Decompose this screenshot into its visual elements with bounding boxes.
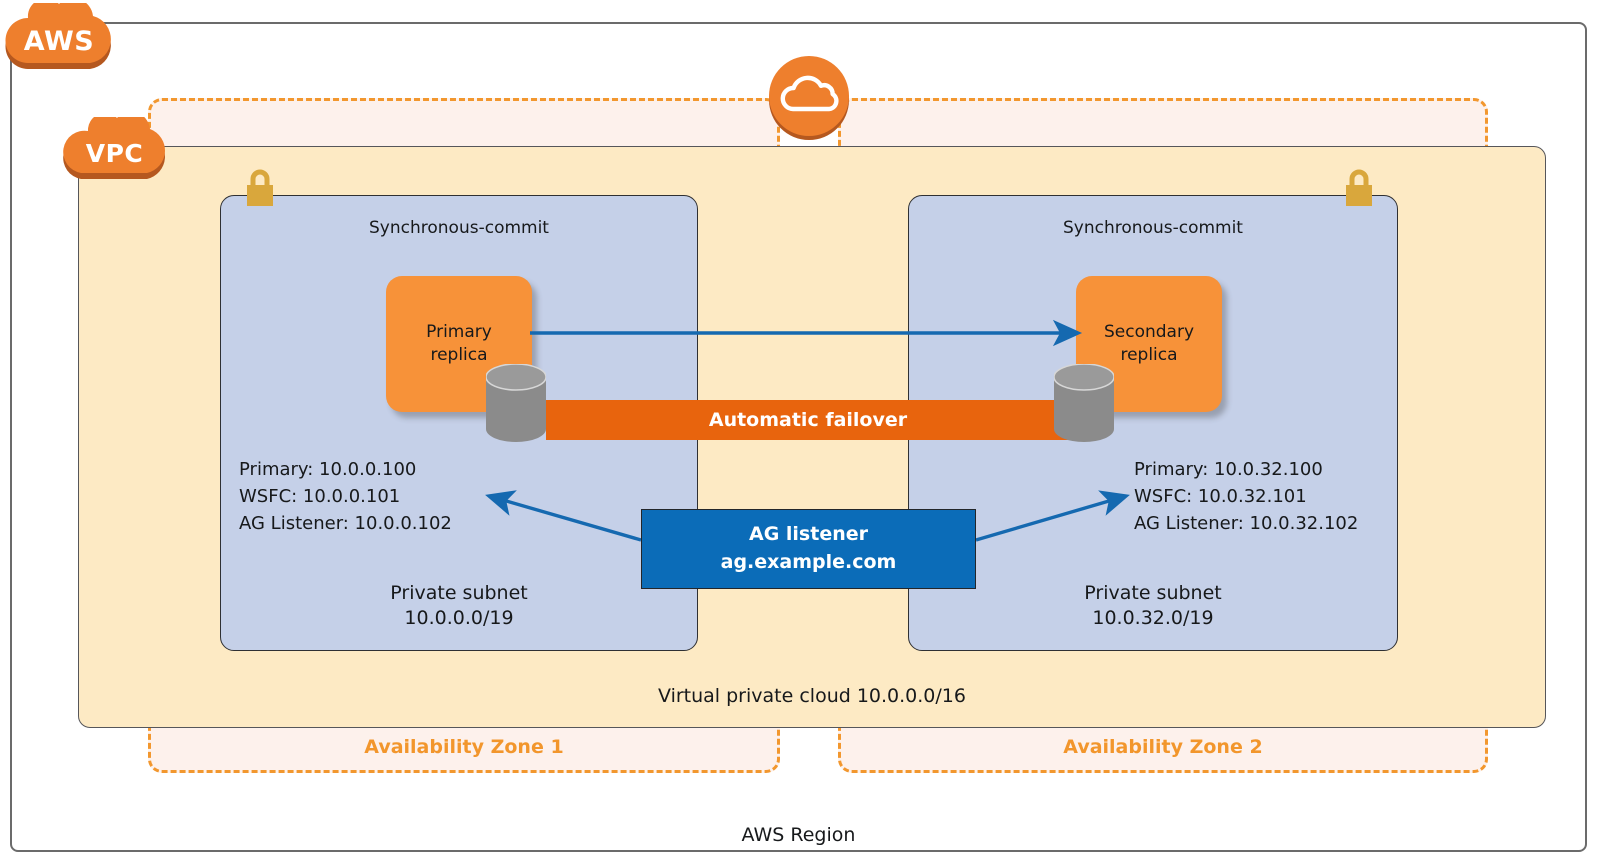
subnet-1-footer-line2: 10.0.0.0/19 (404, 607, 514, 630)
ip-info-subnet-2: Primary: 10.0.32.100 WSFC: 10.0.32.101 A… (1134, 459, 1359, 534)
primary-replica-label: Primary replica (426, 321, 492, 367)
padlock-icon-subnet-2 (1346, 169, 1372, 206)
cloud-shape-vpc (63, 117, 165, 179)
availability-zone-1-label: Availability Zone 1 (364, 736, 564, 758)
primary-replica-line2: replica (430, 345, 488, 365)
secondary-replica-line2: replica (1120, 345, 1178, 365)
database-cylinder-icon-primary (486, 364, 546, 442)
subnet-2-footer-line2: 10.0.32.0/19 (1092, 607, 1214, 630)
vpc-label: Virtual private cloud 10.0.0.0/16 (658, 685, 966, 707)
database-cylinder-icon-secondary (1054, 364, 1114, 442)
aws-cloud-badge-label: AWS (23, 25, 95, 57)
ip-info-subnet-1: Primary: 10.0.0.100 WSFC: 10.0.0.101 AG … (239, 459, 452, 534)
secondary-replica-label: Secondary replica (1104, 321, 1194, 367)
availability-zone-2-label: Availability Zone 2 (1063, 736, 1263, 758)
ag-listener-line2: ag.example.com (720, 551, 897, 573)
subnet-2-footer: Private subnet 10.0.32.0/19 (909, 581, 1397, 632)
automatic-failover-label: Automatic failover (708, 409, 908, 431)
primary-replica-line1: Primary (426, 322, 492, 343)
subnet-1-title: Synchronous-commit (369, 218, 549, 238)
cloud-shape-aws (5, 3, 111, 69)
subnet-1-footer-line1: Private subnet (390, 581, 528, 604)
subnet-1-footer: Private subnet 10.0.0.0/19 (221, 581, 697, 632)
vpc-cloud-badge: VPC (56, 117, 173, 185)
cloud-circle-icon (769, 56, 849, 140)
padlock-icon-subnet-1 (247, 169, 273, 206)
subnet-2-footer-line1: Private subnet (1084, 581, 1222, 604)
ag-listener-box[interactable]: AG listener ag.example.com (641, 509, 976, 589)
secondary-replica-line1: Secondary (1103, 322, 1195, 343)
vpc-cloud-badge-label: VPC (85, 138, 144, 168)
aws-region-label: AWS Region (741, 824, 856, 846)
ag-listener-line1: AG listener (748, 523, 868, 546)
subnet-2-title: Synchronous-commit (1063, 218, 1243, 238)
aws-cloud-badge: AWS (4, 3, 114, 75)
automatic-failover-bar: Automatic failover (546, 400, 1070, 440)
